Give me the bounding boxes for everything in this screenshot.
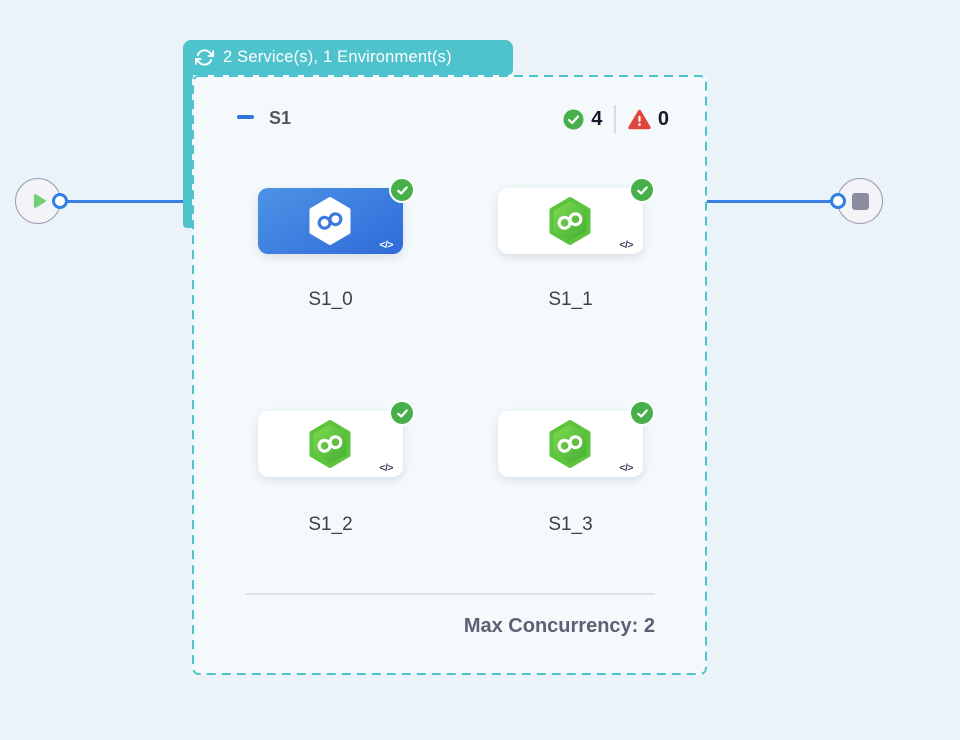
success-badge-icon — [629, 400, 655, 426]
warning-triangle-icon — [628, 109, 651, 130]
stage-group-container: S1 4 0 — [192, 75, 707, 675]
loop-strategy-badge[interactable]: 2 Service(s), 1 Environment(s) — [183, 40, 513, 75]
code-icon: </> — [619, 239, 633, 251]
connector-port-right — [830, 193, 846, 209]
service-label: S1_0 — [308, 289, 353, 310]
service-card-s1-0[interactable]: </> — [258, 177, 415, 254]
max-concurrency-label: Max Concurrency: 2 — [463, 615, 655, 637]
success-badge-icon — [389, 400, 415, 426]
service-card-s1-2[interactable]: </> — [258, 400, 415, 477]
stage-status-summary: 4 0 — [563, 104, 669, 134]
service-label: S1_1 — [548, 289, 593, 310]
loop-icon — [195, 48, 214, 67]
loop-badge-label: 2 Service(s), 1 Environment(s) — [223, 48, 452, 66]
status-divider — [614, 105, 616, 133]
play-icon — [27, 190, 49, 212]
check-circle-icon — [563, 109, 584, 130]
dashed-border — [192, 75, 707, 675]
hexagon-infinity-icon — [308, 420, 352, 468]
stage-name: S1 — [269, 108, 292, 128]
connector-port-left — [52, 193, 68, 209]
hexagon-infinity-icon — [308, 197, 352, 245]
hexagon-infinity-icon — [548, 197, 592, 245]
stage-group-tab — [183, 74, 193, 228]
hexagon-infinity-icon — [548, 420, 592, 468]
collapse-stage-icon[interactable] — [237, 115, 254, 119]
footer-divider — [245, 593, 655, 595]
connector-line-right — [706, 200, 838, 203]
service-card-s1-1[interactable]: </> — [498, 177, 655, 254]
success-badge-icon — [389, 177, 415, 203]
service-card-s1-3[interactable]: </> — [498, 400, 655, 477]
connector-line-left — [60, 200, 193, 203]
code-icon: </> — [619, 462, 633, 474]
service-label: S1_3 — [548, 514, 593, 535]
stop-icon — [851, 192, 869, 210]
success-count: 4 — [591, 107, 603, 130]
success-badge-icon — [629, 177, 655, 203]
code-icon: </> — [379, 239, 393, 251]
failed-count: 0 — [657, 107, 669, 130]
service-label: S1_2 — [308, 514, 353, 535]
code-icon: </> — [379, 462, 393, 474]
